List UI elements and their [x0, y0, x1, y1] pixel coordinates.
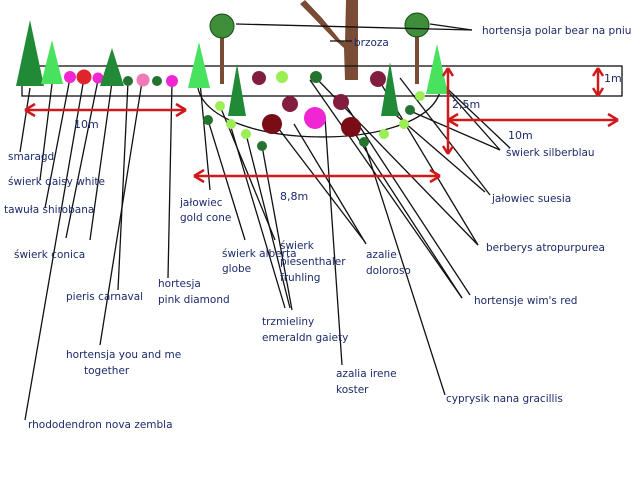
trzmielina-7 [415, 91, 425, 101]
trzmielina-4 [241, 129, 251, 139]
label-swierk-piesenthaler-1: świerk [280, 240, 315, 252]
rhododendron-shrub [76, 69, 92, 85]
label-trzmieliny-2: emeraldn gaiety [262, 332, 348, 344]
label-hortensje-wims-red: hortensje wim's red [474, 295, 577, 307]
plant-labels: hortensja polar bear na pniu brzoza smar… [4, 25, 631, 431]
label-azalie-doloroso-2: doloroso [366, 265, 411, 277]
trzmielina-6 [399, 119, 409, 129]
swierk-daisy-white-conifer [41, 40, 63, 84]
hortensja-polar-bear-tree-left [209, 13, 235, 84]
dimension-10m-left: 10m [74, 118, 99, 131]
label-pieris-carnaval: pieris carnaval [66, 291, 143, 303]
label-jalowiec-suesia: jałowiec suesia [491, 193, 571, 205]
hortensja-wims-red-1 [252, 71, 266, 85]
berberys-2 [405, 105, 415, 115]
tawula-shirobana-shrub [64, 71, 76, 83]
dimension-2-5m: 2,5m [452, 98, 480, 111]
jalowiec-gold-cone-conifer [188, 42, 210, 88]
label-swierk-alberta-2: globe [222, 263, 251, 275]
dimension-lines [24, 67, 619, 184]
trzmielina-3 [226, 119, 236, 129]
label-jalowiec-gold-cone-2: gold cone [180, 212, 231, 224]
azalie-doloroso-1 [262, 114, 282, 134]
hortesja-pink-diamond-shrub [166, 75, 178, 87]
swierk-piesenthaler-shrub [257, 141, 267, 151]
label-cyprysik: cyprysik nana gracillis [446, 393, 563, 405]
hortensja-you-and-me-shrub [136, 73, 150, 87]
label-swierk-daisy-white: świerk daisy white [8, 176, 105, 188]
label-hortensja-you-and-me-2: together [84, 365, 130, 377]
jalowiec-suesia-conifer [381, 62, 399, 116]
hortensja-polar-bear-tree-right [404, 12, 430, 84]
label-tawula-shirobana: tawuła shirobana [4, 204, 94, 216]
label-swierk-piesenthaler-3: fruhling [280, 272, 320, 284]
berberys-1 [310, 71, 322, 83]
swierk-alberta-shrub [203, 115, 213, 125]
label-rhododendron: rhododendron nova zembla [28, 419, 173, 431]
label-smaragd: smaragd [8, 151, 54, 163]
label-swierk-alberta-1: świerk alberta [222, 248, 297, 260]
label-azalia-irene-koster-2: koster [336, 384, 369, 396]
pieris-carnaval-shrub [123, 76, 133, 86]
cyprysik-shrub [359, 137, 369, 147]
swierk-conica-conifer [100, 48, 124, 86]
curved-bed-plants [203, 62, 425, 151]
label-hortesja-pink-diamond-1: hortesja [158, 278, 201, 290]
label-swierk-piesenthaler-2: piesenthaler [280, 256, 346, 268]
leader-lines [19, 23, 511, 421]
swierk-silberblau-conifer [426, 44, 448, 94]
label-hortensja-polar-bear: hortensja polar bear na pniu [482, 25, 631, 37]
label-swierk-conica: świerk conica [14, 249, 85, 261]
smaragd-conifer [16, 20, 44, 86]
trzmielina-2 [215, 101, 225, 111]
dimension-8-8m: 8,8m [280, 190, 308, 203]
hortensja-wims-red-2 [370, 71, 386, 87]
trzmielina-1 [276, 71, 288, 83]
azalia-irene-koster [304, 107, 326, 129]
label-hortensja-you-and-me-1: hortensja you and me [66, 349, 181, 361]
swierk-alberta-conifer [228, 64, 246, 116]
birch-tree [300, 0, 358, 80]
label-jalowiec-gold-cone-1: jałowiec [179, 197, 223, 209]
curved-bed-outline [197, 87, 441, 138]
dimension-10m-right: 10m [508, 129, 533, 142]
label-azalie-doloroso-1: azalie [366, 249, 397, 261]
azalie-doloroso-2 [341, 117, 361, 137]
dimension-1m: 1m [604, 72, 622, 85]
swierk-conica-shrub [92, 72, 104, 84]
label-brzoza: brzoza [354, 37, 389, 49]
label-trzmieliny-1: trzmieliny [262, 316, 314, 328]
small-shrub-front [152, 76, 162, 86]
trzmielina-5 [379, 129, 389, 139]
azalia-1 [282, 96, 298, 112]
label-azalia-irene-koster-1: azalia irene [336, 368, 397, 380]
label-swierk-silberblau: świerk silberblau [506, 147, 595, 159]
front-row-plants [16, 20, 448, 94]
label-hortesja-pink-diamond-2: pink diamond [158, 294, 230, 306]
label-berberys: berberys atropurpurea [486, 242, 605, 254]
azalia-2 [333, 94, 349, 110]
